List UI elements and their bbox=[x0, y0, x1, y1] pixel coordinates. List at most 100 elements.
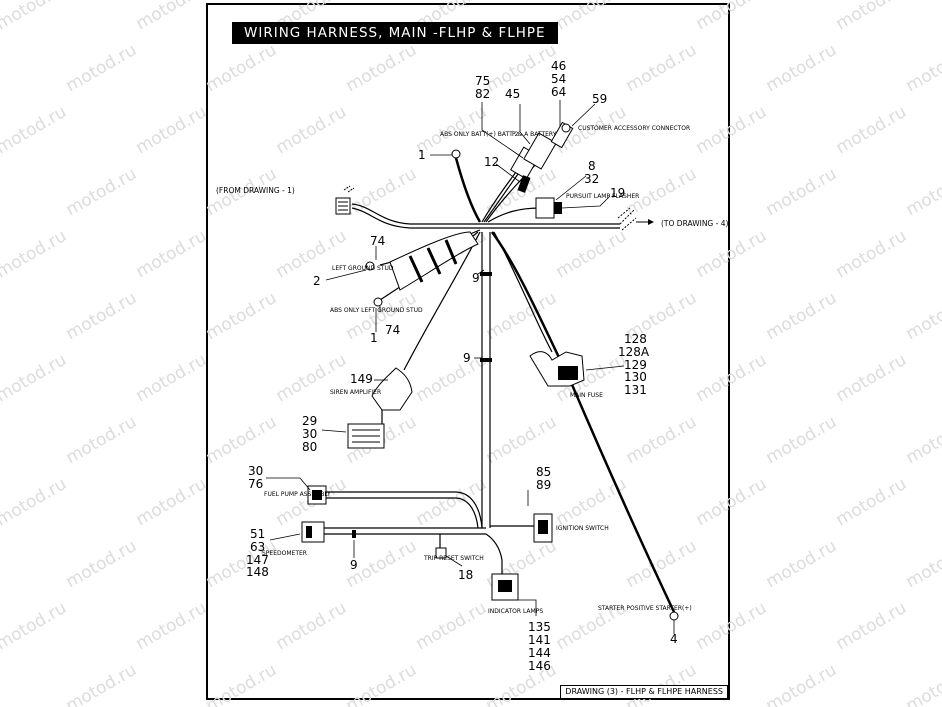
callout-54: 54 bbox=[551, 72, 566, 86]
watermark-text: motod.ru bbox=[623, 412, 701, 468]
watermark-text: motod.ru bbox=[203, 40, 281, 96]
watermark-text: motod.ru bbox=[693, 350, 771, 406]
watermark-text: motod.ru bbox=[133, 102, 211, 158]
callout-128: 128 bbox=[624, 332, 647, 346]
clip-icon bbox=[480, 272, 492, 276]
watermark-text: motod.ru bbox=[133, 474, 211, 530]
callout-131: 131 bbox=[624, 383, 647, 397]
callout-128a: 128A bbox=[618, 345, 650, 359]
watermark-text: motod.ru bbox=[693, 102, 771, 158]
clip-icon bbox=[480, 358, 492, 362]
ground-ring-icon bbox=[365, 261, 375, 271]
watermark-text: motod.ru bbox=[343, 660, 421, 707]
watermark-text: motod.ru bbox=[63, 536, 141, 592]
wire-abs-batt bbox=[454, 157, 482, 223]
ignition-switch-connector bbox=[533, 513, 553, 543]
watermark-text: motod.ru bbox=[693, 474, 771, 530]
components bbox=[301, 121, 679, 621]
callout-29: 29 bbox=[302, 414, 317, 428]
wire-pursuit-flasher bbox=[487, 207, 541, 223]
watermark-text: motod.ru bbox=[693, 0, 771, 34]
watermark-text: motod.ru bbox=[833, 226, 911, 282]
watermark-text: motod.ru bbox=[63, 40, 141, 96]
main-fuse-holder bbox=[529, 351, 585, 387]
callout-32: 32 bbox=[584, 172, 599, 186]
watermark-text: motod.ru bbox=[343, 288, 421, 344]
ring-terminal-icon bbox=[451, 149, 461, 159]
starter-ring-icon bbox=[669, 611, 679, 621]
watermark-text: motod.ru bbox=[273, 102, 351, 158]
component-labels: ABS ONLY BATT(+) BATT 2 P & A BATTERY CU… bbox=[262, 125, 692, 615]
callout-80: 80 bbox=[302, 440, 317, 454]
callout-45: 45 bbox=[505, 87, 520, 101]
label-left-ground-stud: LEFT GROUND STUD bbox=[332, 265, 394, 272]
pursuit-flasher-connector bbox=[535, 197, 562, 219]
wire-fuel-pump bbox=[326, 491, 483, 529]
wire-starter bbox=[490, 231, 676, 613]
watermark-text: motod.ru bbox=[63, 660, 141, 707]
callout-63: 63 bbox=[250, 540, 265, 554]
connector-from-drawing-1 bbox=[335, 185, 355, 215]
wire-siren bbox=[403, 231, 481, 371]
watermark-text: motod.ru bbox=[63, 412, 141, 468]
page-title: WIRING HARNESS, MAIN -FLHP & FLHPE bbox=[232, 22, 558, 44]
callout-1-abs: 1 bbox=[418, 148, 426, 162]
indicator-lamps-connector bbox=[491, 573, 519, 601]
label-pursuit-flasher: PURSUIT LAMP FLASHER bbox=[566, 193, 639, 200]
callout-149: 149 bbox=[350, 372, 373, 386]
wire-main-trunk bbox=[481, 232, 491, 528]
callout-30-fuel: 30 bbox=[248, 464, 263, 478]
wire-indicator bbox=[485, 533, 503, 575]
callout-135: 135 bbox=[528, 620, 551, 634]
watermark-text: motod.ru bbox=[903, 536, 942, 592]
label-fuel-pump: FUEL PUMP ASSEMBLY bbox=[264, 491, 331, 498]
ref-to-drawing: (TO DRAWING - 4) bbox=[661, 219, 728, 228]
watermark-text: motod.ru bbox=[133, 350, 211, 406]
watermark-text: motod.ru bbox=[203, 660, 281, 707]
wire-layer bbox=[322, 139, 676, 613]
watermark-text: motod.ru bbox=[903, 288, 942, 344]
watermark-text: motod.ru bbox=[0, 102, 70, 158]
watermark-text: motod.ru bbox=[833, 598, 911, 654]
inline-fuse-icon bbox=[517, 175, 531, 193]
callout-30-siren: 30 bbox=[302, 427, 317, 441]
watermark-text: motod.ru bbox=[623, 660, 701, 707]
label-starter-positive: STARTER POSITIVE STARTER(+) bbox=[598, 605, 692, 612]
label-trip-reset: TRIP RESET SWITCH bbox=[423, 555, 484, 562]
watermark-text: motod.ru bbox=[553, 226, 631, 282]
callout-51: 51 bbox=[250, 527, 265, 541]
speedometer-connector bbox=[301, 521, 325, 543]
watermark-text: motod.ru bbox=[63, 164, 141, 220]
watermark-text: motod.ru bbox=[833, 350, 911, 406]
clip-icon bbox=[352, 530, 356, 538]
watermark-text: motod.ru bbox=[763, 412, 841, 468]
wire-to-drawing-4 bbox=[482, 223, 620, 229]
callout-89: 89 bbox=[536, 478, 551, 492]
watermark-text: motod.ru bbox=[833, 0, 911, 34]
callout-75: 75 bbox=[475, 74, 490, 88]
watermark-text: motod.ru bbox=[483, 40, 561, 96]
watermark-text: motod.ru bbox=[553, 0, 631, 34]
wire-from-drawing-1 bbox=[351, 203, 482, 225]
watermark-text: motod.ru bbox=[273, 598, 351, 654]
watermark-text: motod.ru bbox=[133, 226, 211, 282]
callout-12: 12 bbox=[484, 155, 499, 169]
callout-148: 148 bbox=[246, 565, 269, 579]
watermark-text: motod.ru bbox=[763, 288, 841, 344]
watermark-text: motod.ru bbox=[903, 660, 942, 707]
watermark-text: motod.ru bbox=[763, 660, 841, 707]
callout-129: 129 bbox=[624, 358, 647, 372]
watermark-text: motod.ru bbox=[413, 350, 491, 406]
callout-141: 141 bbox=[528, 633, 551, 647]
leader-lines bbox=[266, 100, 675, 634]
label-main-fuse: MAIN FUSE bbox=[570, 392, 603, 399]
watermark-text: motod.ru bbox=[0, 598, 70, 654]
label-siren-amplifier: SIREN AMPLIFIER bbox=[330, 389, 381, 396]
conduit-sleeve bbox=[389, 231, 479, 291]
ref-from-drawing: (FROM DRAWING - 1) bbox=[216, 186, 295, 195]
abs-ground-ring-icon bbox=[373, 297, 383, 307]
callout-64: 64 bbox=[551, 85, 566, 99]
connector-to-drawing-4 bbox=[617, 207, 654, 231]
watermark-text: motod.ru bbox=[553, 474, 631, 530]
